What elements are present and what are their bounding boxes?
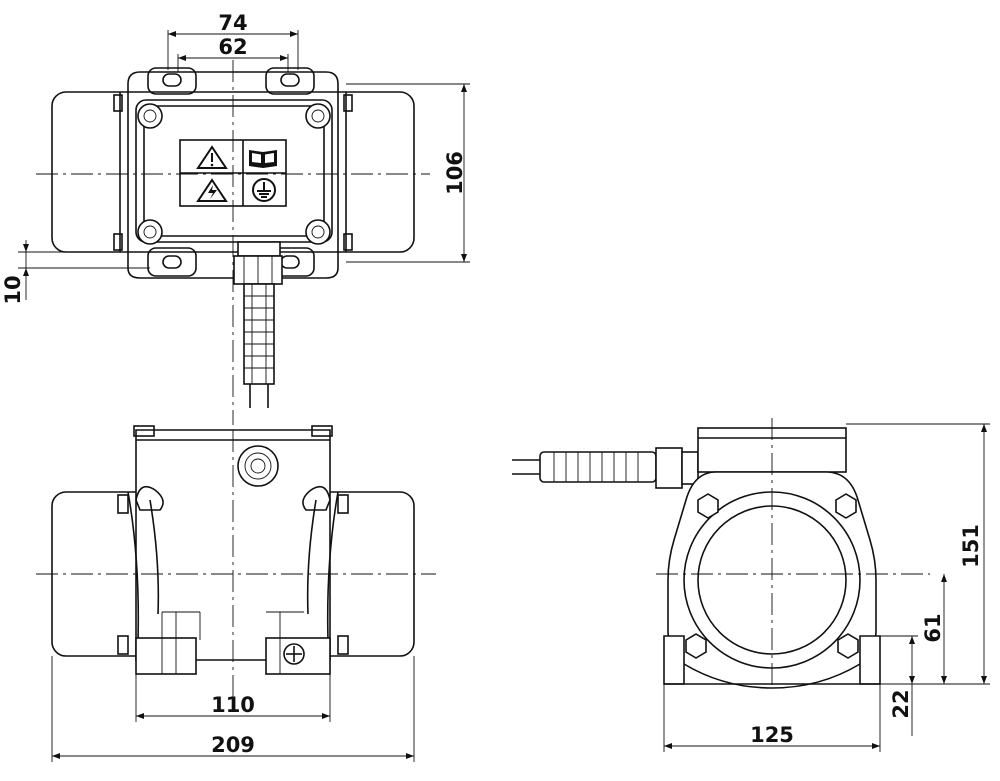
side-bolt-icon — [685, 493, 859, 659]
warning-triangle-icon — [196, 145, 228, 169]
dim-side-125: 125 — [750, 723, 794, 747]
cable-sleeve — [243, 283, 275, 408]
front-view: 110 209 — [36, 425, 436, 762]
electrical-hazard-icon — [196, 178, 228, 202]
dim-top-62: 62 — [218, 35, 247, 59]
dim-top-106: 106 — [443, 151, 467, 195]
dim-side-61: 61 — [921, 613, 945, 642]
corner-screw-icon — [137, 103, 331, 245]
dim-front-209: 209 — [211, 733, 255, 757]
ground-earth-icon — [252, 178, 276, 202]
top-view: 74 62 106 10 — [1, 11, 470, 425]
ground-screw-icon — [283, 643, 305, 665]
dim-top-10: 10 — [1, 275, 25, 304]
dim-side-151: 151 — [959, 524, 983, 568]
side-view: 151 61 22 125 — [512, 418, 990, 752]
dim-top-74: 74 — [218, 11, 247, 35]
manual-book-icon — [249, 150, 277, 168]
dim-side-22: 22 — [889, 689, 913, 718]
dim-front-110: 110 — [211, 693, 255, 717]
